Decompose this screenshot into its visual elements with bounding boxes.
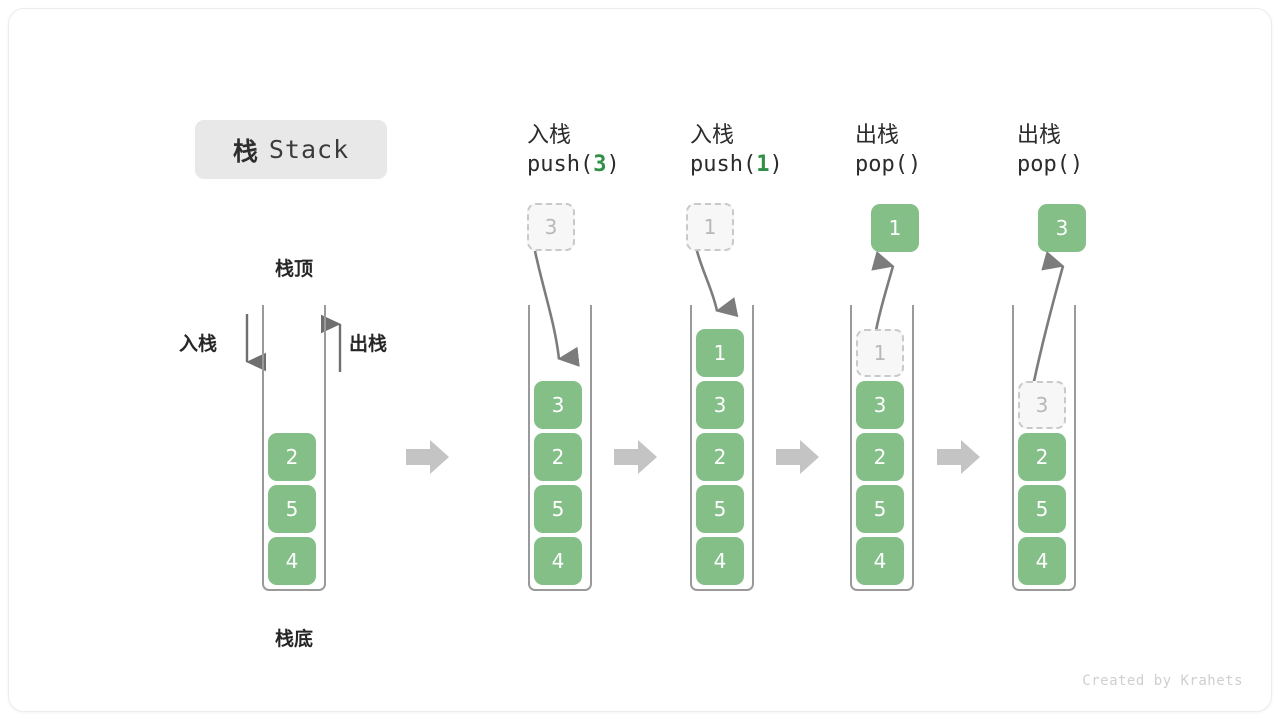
column-head-code-pop3: pop()	[1017, 152, 1083, 177]
push-curve-arrow-1-icon	[695, 250, 739, 318]
stack-bottom-label: 栈底	[274, 628, 313, 650]
column-head-cn-pop3: 出栈	[1017, 123, 1062, 148]
code-suffix: )	[769, 152, 783, 177]
stack-cell: 3	[534, 381, 582, 429]
popped-cell-1: 1	[871, 204, 919, 252]
code-prefix: push(	[527, 152, 594, 177]
incoming-ghost-cell-1: 1	[686, 203, 734, 251]
stack-cell: 2	[696, 433, 744, 481]
stack-cell: 4	[1018, 537, 1066, 585]
step-arrow-icon	[776, 440, 819, 474]
stack-cells-pop3: 3 2 5 4	[1018, 381, 1066, 585]
stack-cell: 2	[268, 433, 316, 481]
stack-frame-push3	[528, 305, 592, 591]
title-badge: 栈 Stack	[195, 120, 387, 179]
diagram-card: 栈 Stack 栈顶 入栈 出栈 2 5 4 栈底 入栈 push(3)	[8, 8, 1272, 712]
stack-cell: 4	[534, 537, 582, 585]
stack-cell: 2	[856, 433, 904, 481]
incoming-ghost-cell-3: 3	[527, 203, 575, 251]
stack-cell: 3	[856, 381, 904, 429]
column-head-code-push3: push(3)	[527, 152, 620, 177]
step-arrow-icon	[614, 440, 657, 474]
stack-cells-push3: 3 2 5 4	[534, 381, 582, 585]
code-prefix: pop(	[855, 152, 908, 177]
code-arg: 1	[756, 152, 770, 177]
stack-frame-pop3	[1012, 305, 1076, 591]
ghost-top-cell: 1	[856, 329, 904, 377]
code-suffix: )	[606, 152, 620, 177]
title-cn: 栈	[232, 136, 259, 166]
code-suffix: )	[907, 152, 922, 177]
stack-frame-pop1	[850, 305, 914, 591]
ghost-top-cell: 3	[1018, 381, 1066, 429]
step-arrow-icon	[937, 440, 980, 474]
pop-side-label: 出栈	[349, 333, 388, 355]
stack-frame-push1	[690, 305, 754, 591]
step-arrow-icon	[406, 440, 449, 474]
popped-cell-3: 3	[1038, 204, 1086, 252]
push-side-label: 入栈	[179, 333, 218, 355]
stack-cell: 4	[268, 537, 316, 585]
stack-cell: 3	[696, 381, 744, 429]
column-head-code-pop1: pop()	[855, 152, 921, 177]
column-head-code-push1: push(1)	[690, 152, 783, 177]
stack-cell: 5	[534, 485, 582, 533]
code-arg: 3	[593, 152, 607, 177]
stack-cells-push1: 1 3 2 5 4	[696, 329, 744, 585]
stack-cells-pop1: 1 3 2 5 4	[856, 329, 904, 585]
stack-cell: 5	[696, 485, 744, 533]
stack-cell: 4	[696, 537, 744, 585]
stack-cell: 2	[1018, 433, 1066, 481]
stack-top-label: 栈顶	[274, 258, 313, 280]
stack-cells-initial: 2 5 4	[268, 433, 316, 585]
code-prefix: pop(	[1017, 152, 1070, 177]
stack-cell: 1	[696, 329, 744, 377]
stack-cell: 5	[1018, 485, 1066, 533]
pop-curve-arrow-3-icon	[1031, 250, 1065, 387]
pop-up-arrow-icon	[320, 314, 342, 372]
stack-cell: 5	[856, 485, 904, 533]
stack-cell: 2	[534, 433, 582, 481]
code-suffix: )	[1069, 152, 1084, 177]
watermark-credit: Created by Krahets	[1082, 673, 1243, 689]
push-down-arrow-icon	[245, 314, 267, 372]
column-head-cn-push1: 入栈	[690, 123, 735, 148]
stack-frame-initial	[262, 305, 326, 591]
column-head-cn-pop1: 出栈	[855, 123, 900, 148]
title-en: Stack	[268, 135, 350, 164]
code-prefix: push(	[690, 152, 757, 177]
stack-cell: 4	[856, 537, 904, 585]
stack-cell: 5	[268, 485, 316, 533]
push-curve-arrow-3-icon	[533, 250, 580, 367]
column-head-cn-push3: 入栈	[527, 123, 572, 148]
